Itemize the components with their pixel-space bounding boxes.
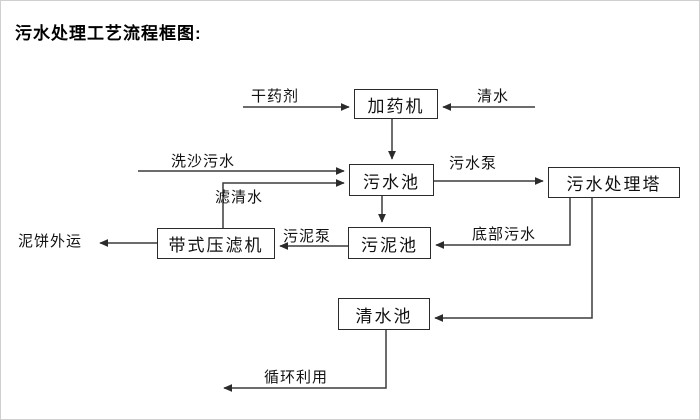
node-dosing-machine-label: 加药机 xyxy=(367,96,425,116)
node-belt-filter-press: 带式压滤机 xyxy=(157,228,275,259)
edge-label-filtered-water: 滤清水 xyxy=(215,189,264,206)
edge-label-sand-washing-sewage: 洗沙污水 xyxy=(171,153,236,170)
arrow-tower-to-clean-water-pool xyxy=(434,198,593,322)
edge-label-recycling: 循环利用 xyxy=(264,369,329,386)
node-belt-filter-press-label: 带式压滤机 xyxy=(168,236,264,255)
node-sewage-pool-label: 污水池 xyxy=(363,172,420,192)
edge-label-dry-chemical: 干药剂 xyxy=(251,88,300,105)
edge-label-bottom-sewage: 底部污水 xyxy=(472,226,537,243)
arrow-bottom-sewage xyxy=(435,198,571,249)
node-clean-water-pool: 清水池 xyxy=(338,298,430,330)
edge-label-mud-cake-transport: 泥饼外运 xyxy=(18,233,83,250)
node-sludge-pool: 污泥池 xyxy=(348,227,431,259)
arrow-filtered-water xyxy=(222,179,345,228)
edge-label-sludge-pump: 污泥泵 xyxy=(283,228,332,245)
diagram-title: 污水处理工艺流程框图: xyxy=(15,24,202,43)
node-treatment-tower: 污水处理塔 xyxy=(548,167,680,198)
node-sewage-pool: 污水池 xyxy=(349,164,434,196)
node-dosing-machine: 加药机 xyxy=(354,89,438,119)
edge-label-sewage-pump: 污水泵 xyxy=(449,155,498,172)
node-sludge-pool-label: 污泥池 xyxy=(361,235,418,255)
arrow-recycling xyxy=(223,330,387,392)
node-treatment-tower-label: 污水处理塔 xyxy=(566,175,662,194)
node-clean-water-pool-label: 清水池 xyxy=(355,306,413,326)
edge-label-clean-water: 清水 xyxy=(477,88,510,105)
